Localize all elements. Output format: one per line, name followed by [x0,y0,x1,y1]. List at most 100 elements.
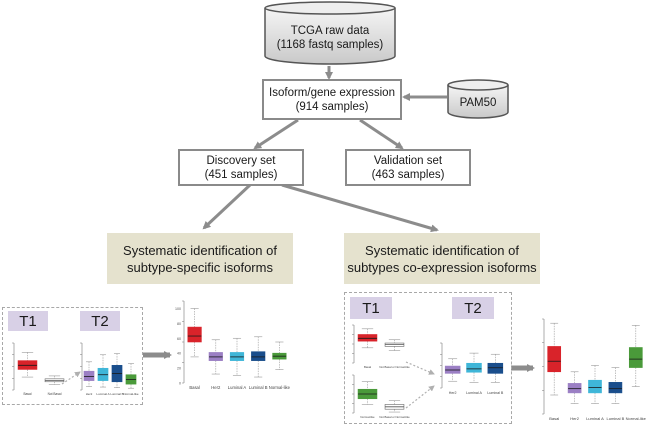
x-tick-label: Basal [24,392,32,396]
isoform-title: Isoform/gene expression [269,86,395,99]
box-normal-like [125,363,137,389]
validation-set-box: Validation set (463 samples) [345,149,471,186]
x-tick-label: Luminal A [96,392,109,396]
x-tick-label: Her2 [211,385,221,390]
iqr-box [251,351,266,361]
coexpr-line1: Systematic identification of [365,242,519,258]
iqr-box [357,334,378,342]
x-tick-label: Not Basal or Normal-like [379,365,410,369]
x-tick-label: Her2 [570,416,579,421]
isoform-sample-count: (914 samples) [295,100,369,113]
iqr-box [588,379,602,394]
x-tick-label: Luminal B [487,391,504,395]
x-tick-label: Normal-like [269,385,291,390]
left-example-panel [2,307,143,405]
right-t2-boxplot: Her2 Luminal A Luminal B [440,342,504,395]
discovery-set-box: Discovery set (451 samples) [178,149,304,186]
tcga-title: TCGA raw data [290,25,370,37]
box-not-basal-or-normal-like [384,339,405,351]
tcga-database-icon [264,1,396,65]
tcga-raw-data: TCGA raw data (1168 fastq samples) [263,24,397,52]
box-basal [17,352,38,378]
box-her2 [444,358,461,382]
x-tick-label: Not Basal [48,392,62,396]
tcga-sample-count: (1168 fastq samples) [276,39,384,51]
discovery-title: Discovery set [206,154,276,167]
box-not-basal [44,375,65,386]
x-tick-label: Luminal B [249,385,268,390]
x-tick-label: Her2 [86,392,93,396]
box-not-basal-or-normal-like [384,400,405,413]
box-luminal-a [229,337,245,376]
iqr-box [187,326,202,343]
iqr-box [466,362,482,373]
left-t2-label: T2 [80,311,120,331]
box-luminal-b [608,367,623,404]
left-t1-boxplot: Basal Not Basal [12,342,65,396]
iqr-box [567,383,582,394]
subtype-specific-box: Systematic identification of subtype-spe… [107,233,293,284]
box-luminal-a [466,352,482,383]
x-tick-label: Luminal B [607,416,625,421]
box-her2 [567,371,582,404]
x-tick-label: Normal-like [360,415,375,419]
iqr-box [83,370,95,381]
x-tick-label: Normal-like [123,392,139,396]
iqr-box [608,382,623,394]
arrow-discovery-to-specific [202,183,252,230]
x-tick-label: Luminal A [466,391,482,395]
x-tick-label: Basal [364,365,371,369]
x-tick-label: Basal [189,385,200,390]
box-her2 [208,339,223,375]
y-tick-label: 20 [177,367,181,371]
arrow-isoform-to-validation [359,118,404,150]
y-tick-label: 60 [177,337,181,341]
iqr-box [547,346,562,373]
right-t1-boxplot: Basal Not Basal or Normal-like [352,324,410,369]
x-tick-label: Luminal A [586,416,604,421]
validation-title: Validation set [373,154,443,167]
small-arrow-right-t1-upper [405,361,435,375]
coexpr-line2: subtypes co-expression isoforms [347,259,537,275]
iqr-box [628,347,643,368]
y-tick-label: 40 [177,352,181,356]
box-normal-like [357,381,378,405]
y-tick-label: 100 [175,307,181,311]
box-normal-like [628,325,643,387]
pam50-database-icon [447,79,509,119]
discovery-sample-count: (451 samples) [204,168,278,181]
specific-line2: subtype-specific isoforms [127,259,273,275]
specific-line1: Systematic identification of [123,242,277,258]
right-example-panel [344,292,512,424]
x-tick-label: Her2 [449,391,457,395]
box-luminal-a [588,365,602,404]
right-t2-label: T2 [452,297,494,319]
box-luminal-b [111,353,123,388]
validation-sample-count: (463 samples) [371,168,445,181]
box-luminal-a [97,354,109,388]
right-t1-label: T1 [350,297,392,319]
box-basal [357,328,378,349]
arrow-isoform-to-discovery [253,118,299,150]
x-tick-label: Luminal B [110,392,123,396]
box-basal [187,308,202,358]
x-tick-label: Normal-like [626,416,647,421]
co-expression-box: Systematic identification of subtypes co… [344,233,540,284]
x-tick-label: Basal [549,416,559,421]
left-t1-label: T1 [8,311,48,331]
y-tick-label: 80 [177,322,181,326]
iqr-box [487,362,504,374]
small-arrow-right-t1-lower [405,385,435,409]
box-basal [547,322,562,396]
x-tick-label: Luminal A [228,385,247,390]
y-tick-label: 0 [179,382,181,386]
pam50-label: PAM50 [459,97,497,109]
isoform-expression-box: Isoform/gene expression (914 samples) [262,79,402,120]
box-luminal-b [251,336,266,378]
box-luminal-b [487,353,504,383]
